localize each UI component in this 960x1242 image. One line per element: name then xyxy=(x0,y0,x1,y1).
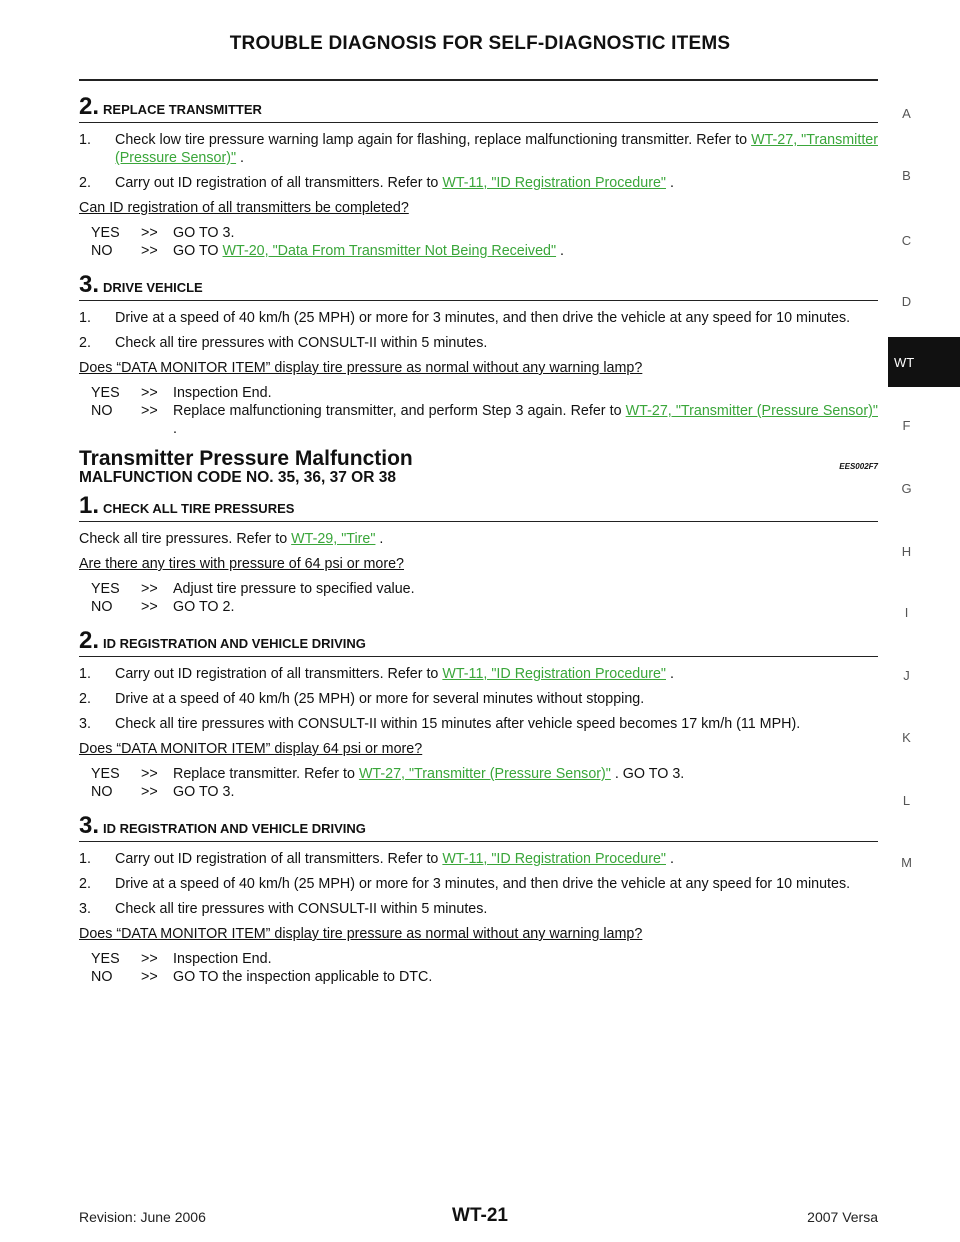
step-number: 3. xyxy=(79,812,100,839)
answer-no: NO>>GO TO 3. xyxy=(91,784,235,800)
section-code: EES002F7 xyxy=(839,462,878,471)
step-list: 1.Drive at a speed of 40 km/h (25 MPH) o… xyxy=(79,309,878,352)
index-tab-wt-active[interactable]: WT xyxy=(888,337,960,387)
index-tab-m[interactable]: M xyxy=(901,855,912,870)
step-title: DRIVE VEHICLE xyxy=(103,280,203,295)
diagnostic-question: Can ID registration of all transmitters … xyxy=(79,200,409,216)
section-subtitle: MALFUNCTION CODE NO. 35, 36, 37 OR 38 xyxy=(79,469,396,486)
list-item: 1.Carry out ID registration of all trans… xyxy=(79,851,674,867)
diagnostic-question: Does “DATA MONITOR ITEM” display tire pr… xyxy=(79,360,643,376)
answer-no: NO>>Replace malfunctioning transmitter, … xyxy=(91,403,878,437)
diagnostic-question: Are there any tires with pressure of 64 … xyxy=(79,556,405,572)
answer-block: YES>>Replace transmitter. Refer to WT-27… xyxy=(79,765,878,801)
list-item: 3.Check all tire pressures with CONSULT-… xyxy=(79,901,488,917)
answer-no: NO>>GO TO 2. xyxy=(91,599,235,615)
step-heading: 2.ID REGISTRATION AND VEHICLE DRIVING xyxy=(79,628,878,657)
index-tab-j[interactable]: J xyxy=(903,668,910,683)
answer-no: NO>>GO TO the inspection applicable to D… xyxy=(91,969,433,985)
index-tab-g[interactable]: G xyxy=(901,481,912,496)
reference-link[interactable]: WT-27, "Transmitter (Pressure Sensor)" xyxy=(115,132,878,166)
answer-block: YES>>GO TO 3. NO>>GO TO WT-20, "Data Fro… xyxy=(79,224,878,260)
step-title: ID REGISTRATION AND VEHICLE DRIVING xyxy=(103,636,366,651)
header-rule xyxy=(79,79,878,81)
step-title: ID REGISTRATION AND VEHICLE DRIVING xyxy=(103,821,366,836)
answer-block: YES>>Inspection End. NO>>GO TO the inspe… xyxy=(79,950,878,986)
index-tab-d[interactable]: D xyxy=(901,294,912,309)
step-list: 1.Carry out ID registration of all trans… xyxy=(79,850,878,918)
index-tab-a[interactable]: A xyxy=(902,106,911,121)
reference-link[interactable]: WT-27, "Transmitter (Pressure Sensor)" xyxy=(358,766,611,782)
list-item: 2.Carry out ID registration of all trans… xyxy=(79,175,674,191)
footer-model: 2007 Versa xyxy=(807,1209,878,1225)
step-heading: 1.CHECK ALL TIRE PRESSURES xyxy=(79,493,878,522)
list-item: 1.Check low tire pressure warning lamp a… xyxy=(79,132,878,166)
reference-link[interactable]: WT-11, "ID Registration Procedure" xyxy=(442,175,666,191)
step-number: 2. xyxy=(79,93,100,120)
index-tab-k[interactable]: K xyxy=(902,730,911,745)
step-heading: 3.DRIVE VEHICLE xyxy=(79,272,878,301)
page-title: TROUBLE DIAGNOSIS FOR SELF-DIAGNOSTIC IT… xyxy=(229,33,731,54)
diagnostic-question: Does “DATA MONITOR ITEM” display tire pr… xyxy=(79,926,643,942)
index-tab-b[interactable]: B xyxy=(902,168,911,183)
footer-revision: Revision: June 2006 xyxy=(79,1209,206,1225)
main-content: 2.REPLACE TRANSMITTER 1.Check low tire p… xyxy=(79,85,878,986)
step-heading: 3.ID REGISTRATION AND VEHICLE DRIVING xyxy=(79,813,878,842)
step-number: 1. xyxy=(79,492,100,519)
index-tab-h[interactable]: H xyxy=(901,544,912,559)
reference-link[interactable]: WT-29, "Tire" xyxy=(291,531,376,547)
step-title: REPLACE TRANSMITTER xyxy=(103,102,262,117)
reference-link[interactable]: WT-20, "Data From Transmitter Not Being … xyxy=(222,243,557,259)
reference-link[interactable]: WT-27, "Transmitter (Pressure Sensor)" xyxy=(625,403,878,419)
reference-link[interactable]: WT-11, "ID Registration Procedure" xyxy=(442,851,666,867)
index-tab-l[interactable]: L xyxy=(902,793,911,808)
answer-yes: YES>>Replace transmitter. Refer to WT-27… xyxy=(91,766,685,782)
step-number: 3. xyxy=(79,271,100,298)
step-number: 2. xyxy=(79,627,100,654)
answer-yes: YES>>Adjust tire pressure to specified v… xyxy=(91,581,415,597)
index-tab-f[interactable]: F xyxy=(902,418,911,433)
index-tab-c[interactable]: C xyxy=(901,233,912,248)
answer-block: YES>>Inspection End. NO>>Replace malfunc… xyxy=(79,384,878,438)
list-item: 1.Carry out ID registration of all trans… xyxy=(79,666,674,682)
list-item: 2.Drive at a speed of 40 km/h (25 MPH) o… xyxy=(79,691,645,707)
answer-no: NO>>GO TO WT-20, "Data From Transmitter … xyxy=(91,243,565,259)
diagnostic-question: Does “DATA MONITOR ITEM” display 64 psi … xyxy=(79,741,423,757)
step-heading: 2.REPLACE TRANSMITTER xyxy=(79,94,878,123)
page-number: WT-21 xyxy=(452,1205,508,1226)
step-list: 1.Carry out ID registration of all trans… xyxy=(79,665,878,733)
list-item: 3.Check all tire pressures with CONSULT-… xyxy=(79,716,801,732)
answer-yes: YES>>Inspection End. xyxy=(91,951,272,967)
step-title: CHECK ALL TIRE PRESSURES xyxy=(103,501,295,516)
answer-block: YES>>Adjust tire pressure to specified v… xyxy=(79,580,878,616)
list-item: 2.Drive at a speed of 40 km/h (25 MPH) o… xyxy=(79,876,851,892)
list-item: 2.Check all tire pressures with CONSULT-… xyxy=(79,335,488,351)
answer-yes: YES>>Inspection End. xyxy=(91,385,272,401)
answer-yes: YES>>GO TO 3. xyxy=(91,225,235,241)
step-text: Check all tire pressures. Refer to WT-29… xyxy=(79,531,384,547)
list-item: 1.Drive at a speed of 40 km/h (25 MPH) o… xyxy=(79,310,851,326)
reference-link[interactable]: WT-11, "ID Registration Procedure" xyxy=(442,666,666,682)
step-list: 1.Check low tire pressure warning lamp a… xyxy=(79,131,878,192)
index-tab-i[interactable]: I xyxy=(904,605,909,620)
section-title: Transmitter Pressure Malfunction EES002F… xyxy=(79,448,878,471)
